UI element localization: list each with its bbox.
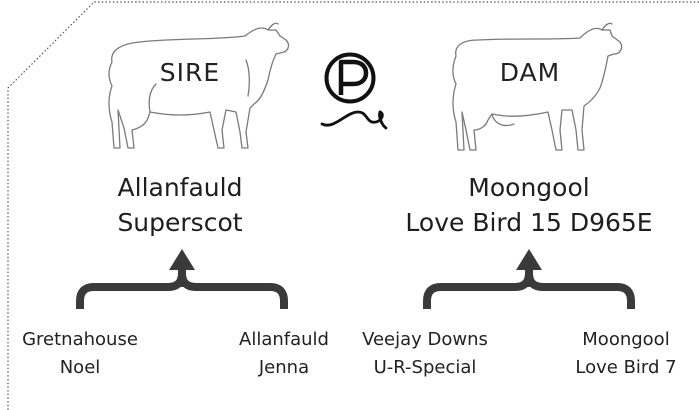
polled-p-icon	[320, 52, 388, 130]
ancestor-line1: Veejay Downs	[362, 329, 488, 350]
sire-arrowhead	[169, 249, 195, 270]
dam-arrowhead	[516, 249, 542, 270]
sire-label: SIRE	[159, 58, 221, 87]
dam-label: DAM	[499, 58, 561, 87]
ancestor-line2: Noel	[59, 357, 101, 378]
sire-name-line1: Allanfauld	[117, 173, 243, 202]
sire-dam-name: Allanfauld Jenna	[220, 326, 348, 382]
ancestor-line1: Allanfauld	[239, 329, 329, 350]
sire-name-line2: Superscot	[117, 208, 243, 237]
ancestor-line2: Jenna	[258, 357, 310, 378]
ancestor-line1: Gretnahouse	[22, 329, 138, 350]
dam-name: Moongool Love Bird 15 D965E	[389, 170, 669, 240]
dam-bracket-arrow	[423, 266, 635, 309]
sire-sire-name: Gretnahouse Noel	[8, 326, 152, 382]
dam-sire-name: Veejay Downs U-R-Special	[354, 326, 496, 382]
cow-outline-icon	[452, 22, 623, 151]
dam-name-line1: Moongool	[468, 173, 590, 202]
ancestor-line2: Love Bird 7	[575, 357, 677, 378]
sire-name: Allanfauld Superscot	[80, 170, 280, 240]
dam-name-line2: Love Bird 15 D965E	[405, 208, 653, 237]
ancestor-line1: Moongool	[582, 329, 670, 350]
dam-dam-name: Moongool Love Bird 7	[562, 326, 690, 382]
bull-outline-icon	[108, 22, 290, 149]
ancestor-line2: U-R-Special	[373, 357, 477, 378]
sire-bracket-arrow	[76, 266, 288, 309]
